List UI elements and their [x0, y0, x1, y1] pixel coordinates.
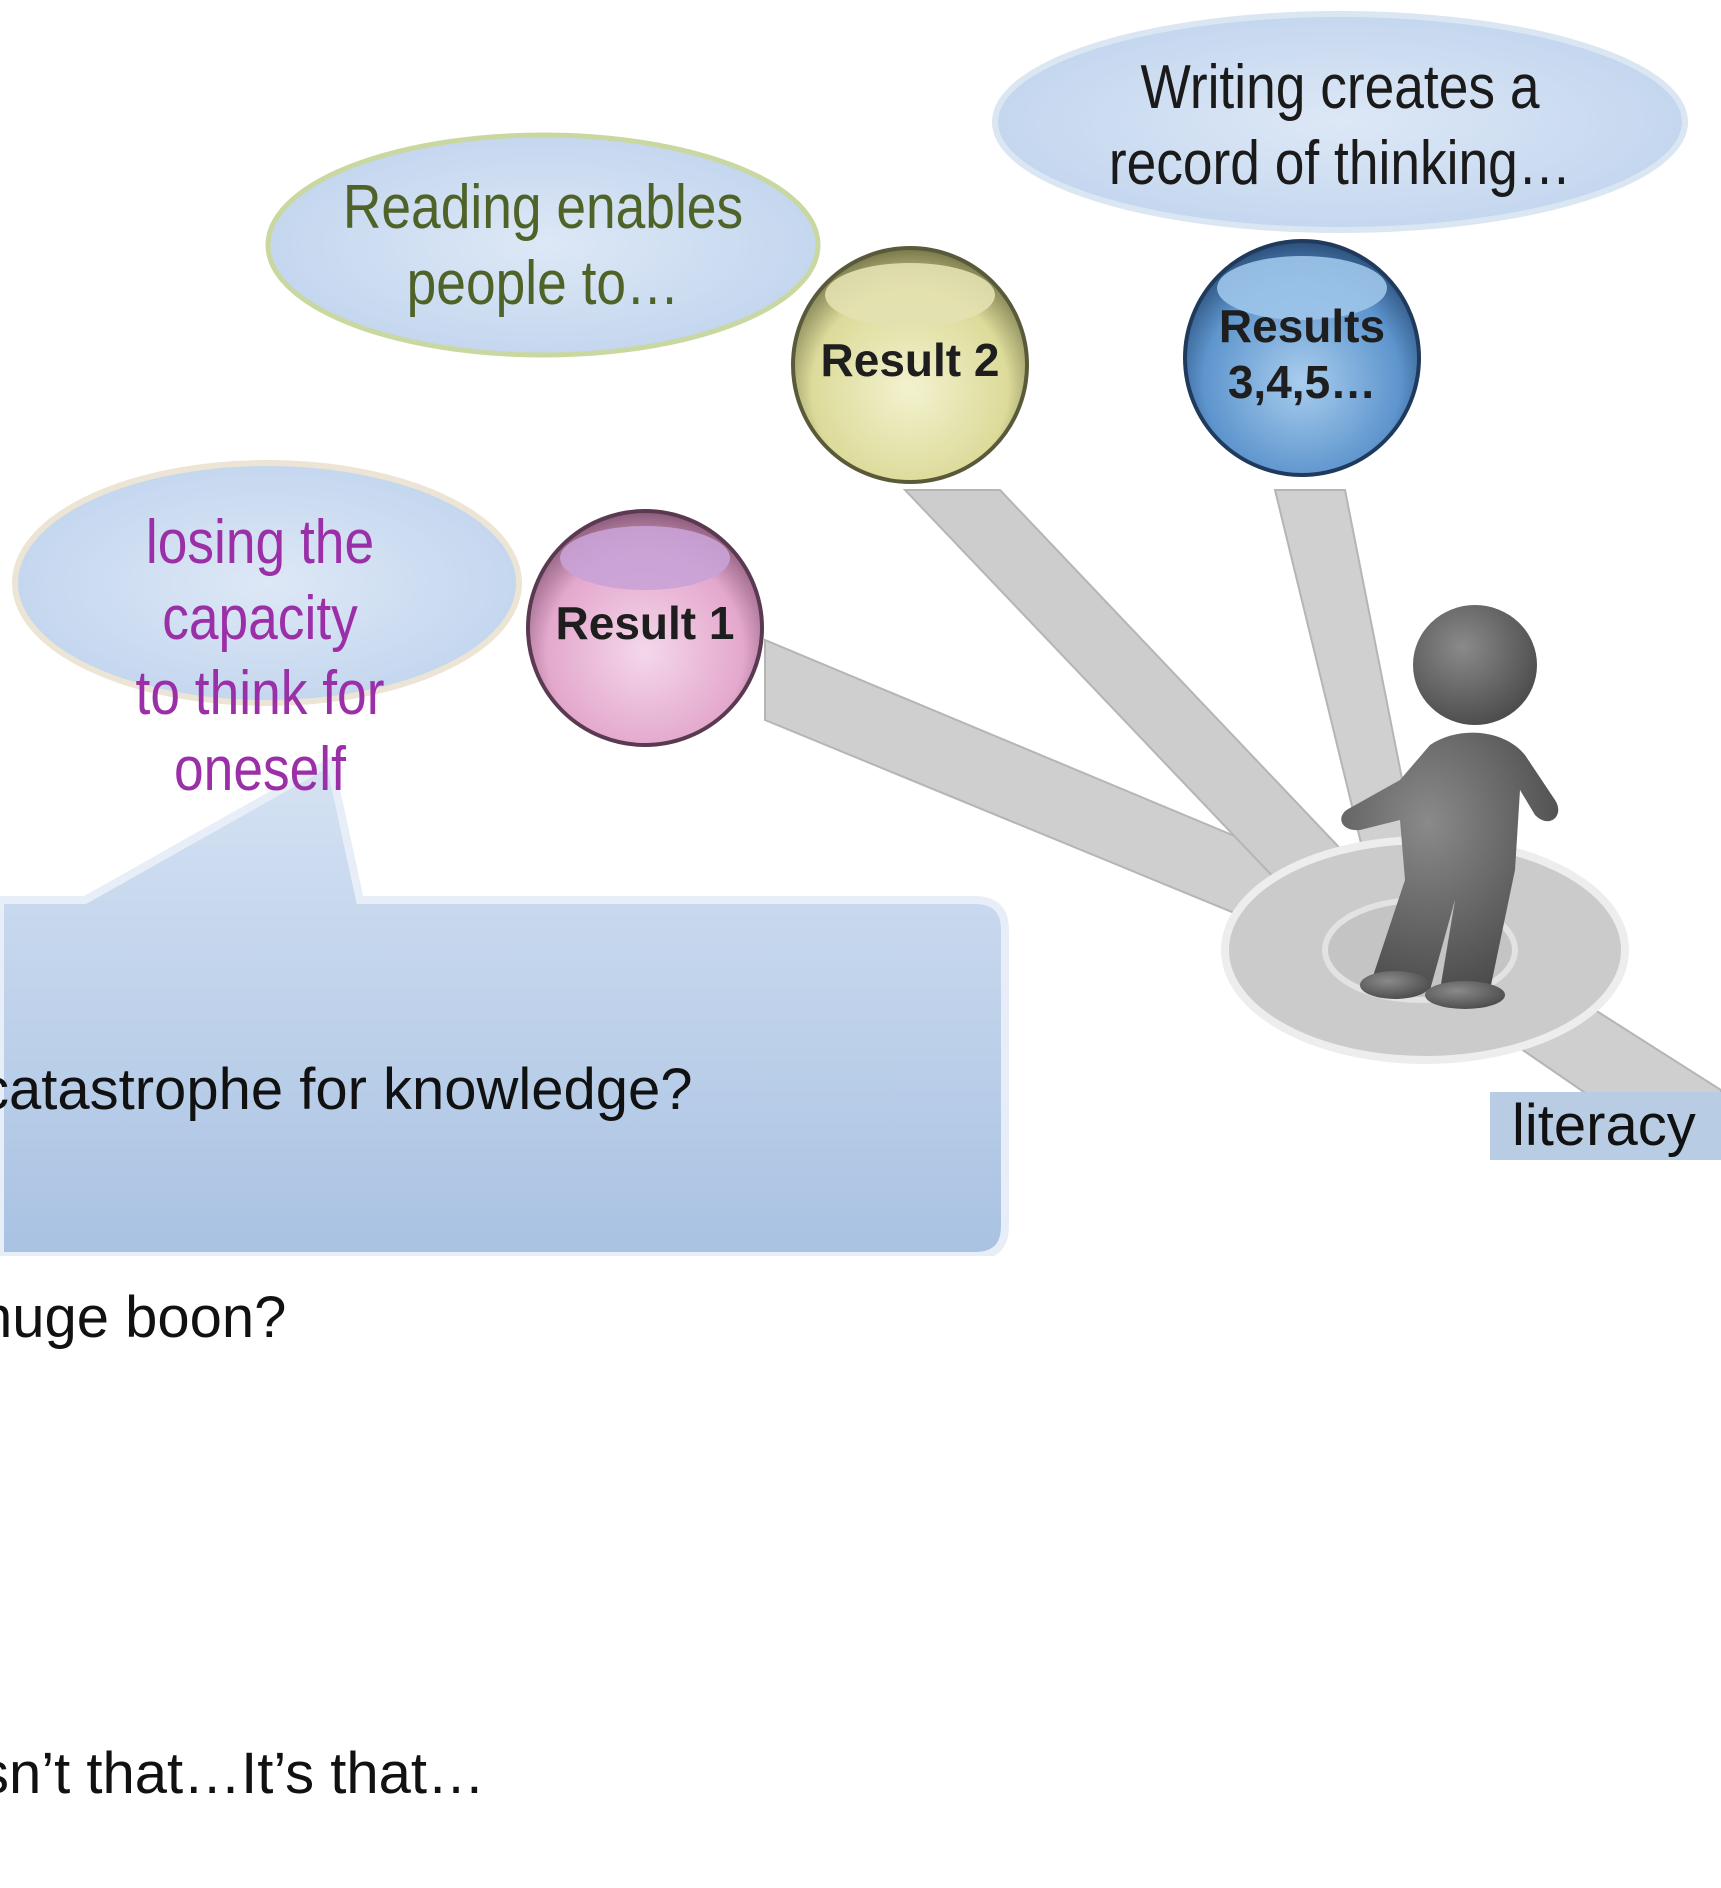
literacy-label: literacy [1490, 1092, 1721, 1160]
ball-result2 [791, 246, 1029, 484]
losing-line1: losing the capacity [145, 508, 375, 653]
roads [764, 489, 1721, 1111]
writing-line2: record of thinking… [1108, 128, 1572, 198]
oval-losing [12, 460, 522, 706]
results345-line2: 3,4,5… [1227, 356, 1377, 408]
ball-result1 [526, 509, 764, 747]
person-figure [1341, 605, 1559, 1009]
result1-label: Result 1 [555, 597, 735, 649]
callout-line1: catastrophe for knowledge? [0, 1057, 693, 1122]
oval-writing [992, 11, 1688, 233]
reading-line2: people to… [406, 248, 680, 318]
callout-line4: sn’t that…It’s that… [0, 1741, 486, 1806]
oval-losing-text: losing the capacity to think for oneself [45, 505, 475, 808]
callout-text: catastrophe for knowledge? huge boon? sn… [0, 900, 693, 1888]
losing-line2: to think for oneself [135, 659, 385, 804]
result2-label: Result 2 [820, 334, 1000, 386]
callout-line3 [0, 1508, 693, 1584]
oval-writing-text: Writing creates a record of thinking… [1099, 50, 1581, 201]
writing-line1: Writing creates a [1140, 53, 1540, 122]
results345-label: Results 3,4,5… [1192, 298, 1412, 410]
callout-bubble [0, 755, 1009, 1256]
oval-reading-text: Reading enables people to… [334, 170, 752, 321]
diagram-canvas [0, 11, 1721, 1256]
oval-reading [265, 132, 821, 358]
results345-line1: Results [1218, 300, 1386, 352]
ball-results345 [1183, 239, 1421, 477]
reading-line1: Reading enables [342, 173, 744, 242]
callout-line2: huge boon? [0, 1285, 287, 1350]
